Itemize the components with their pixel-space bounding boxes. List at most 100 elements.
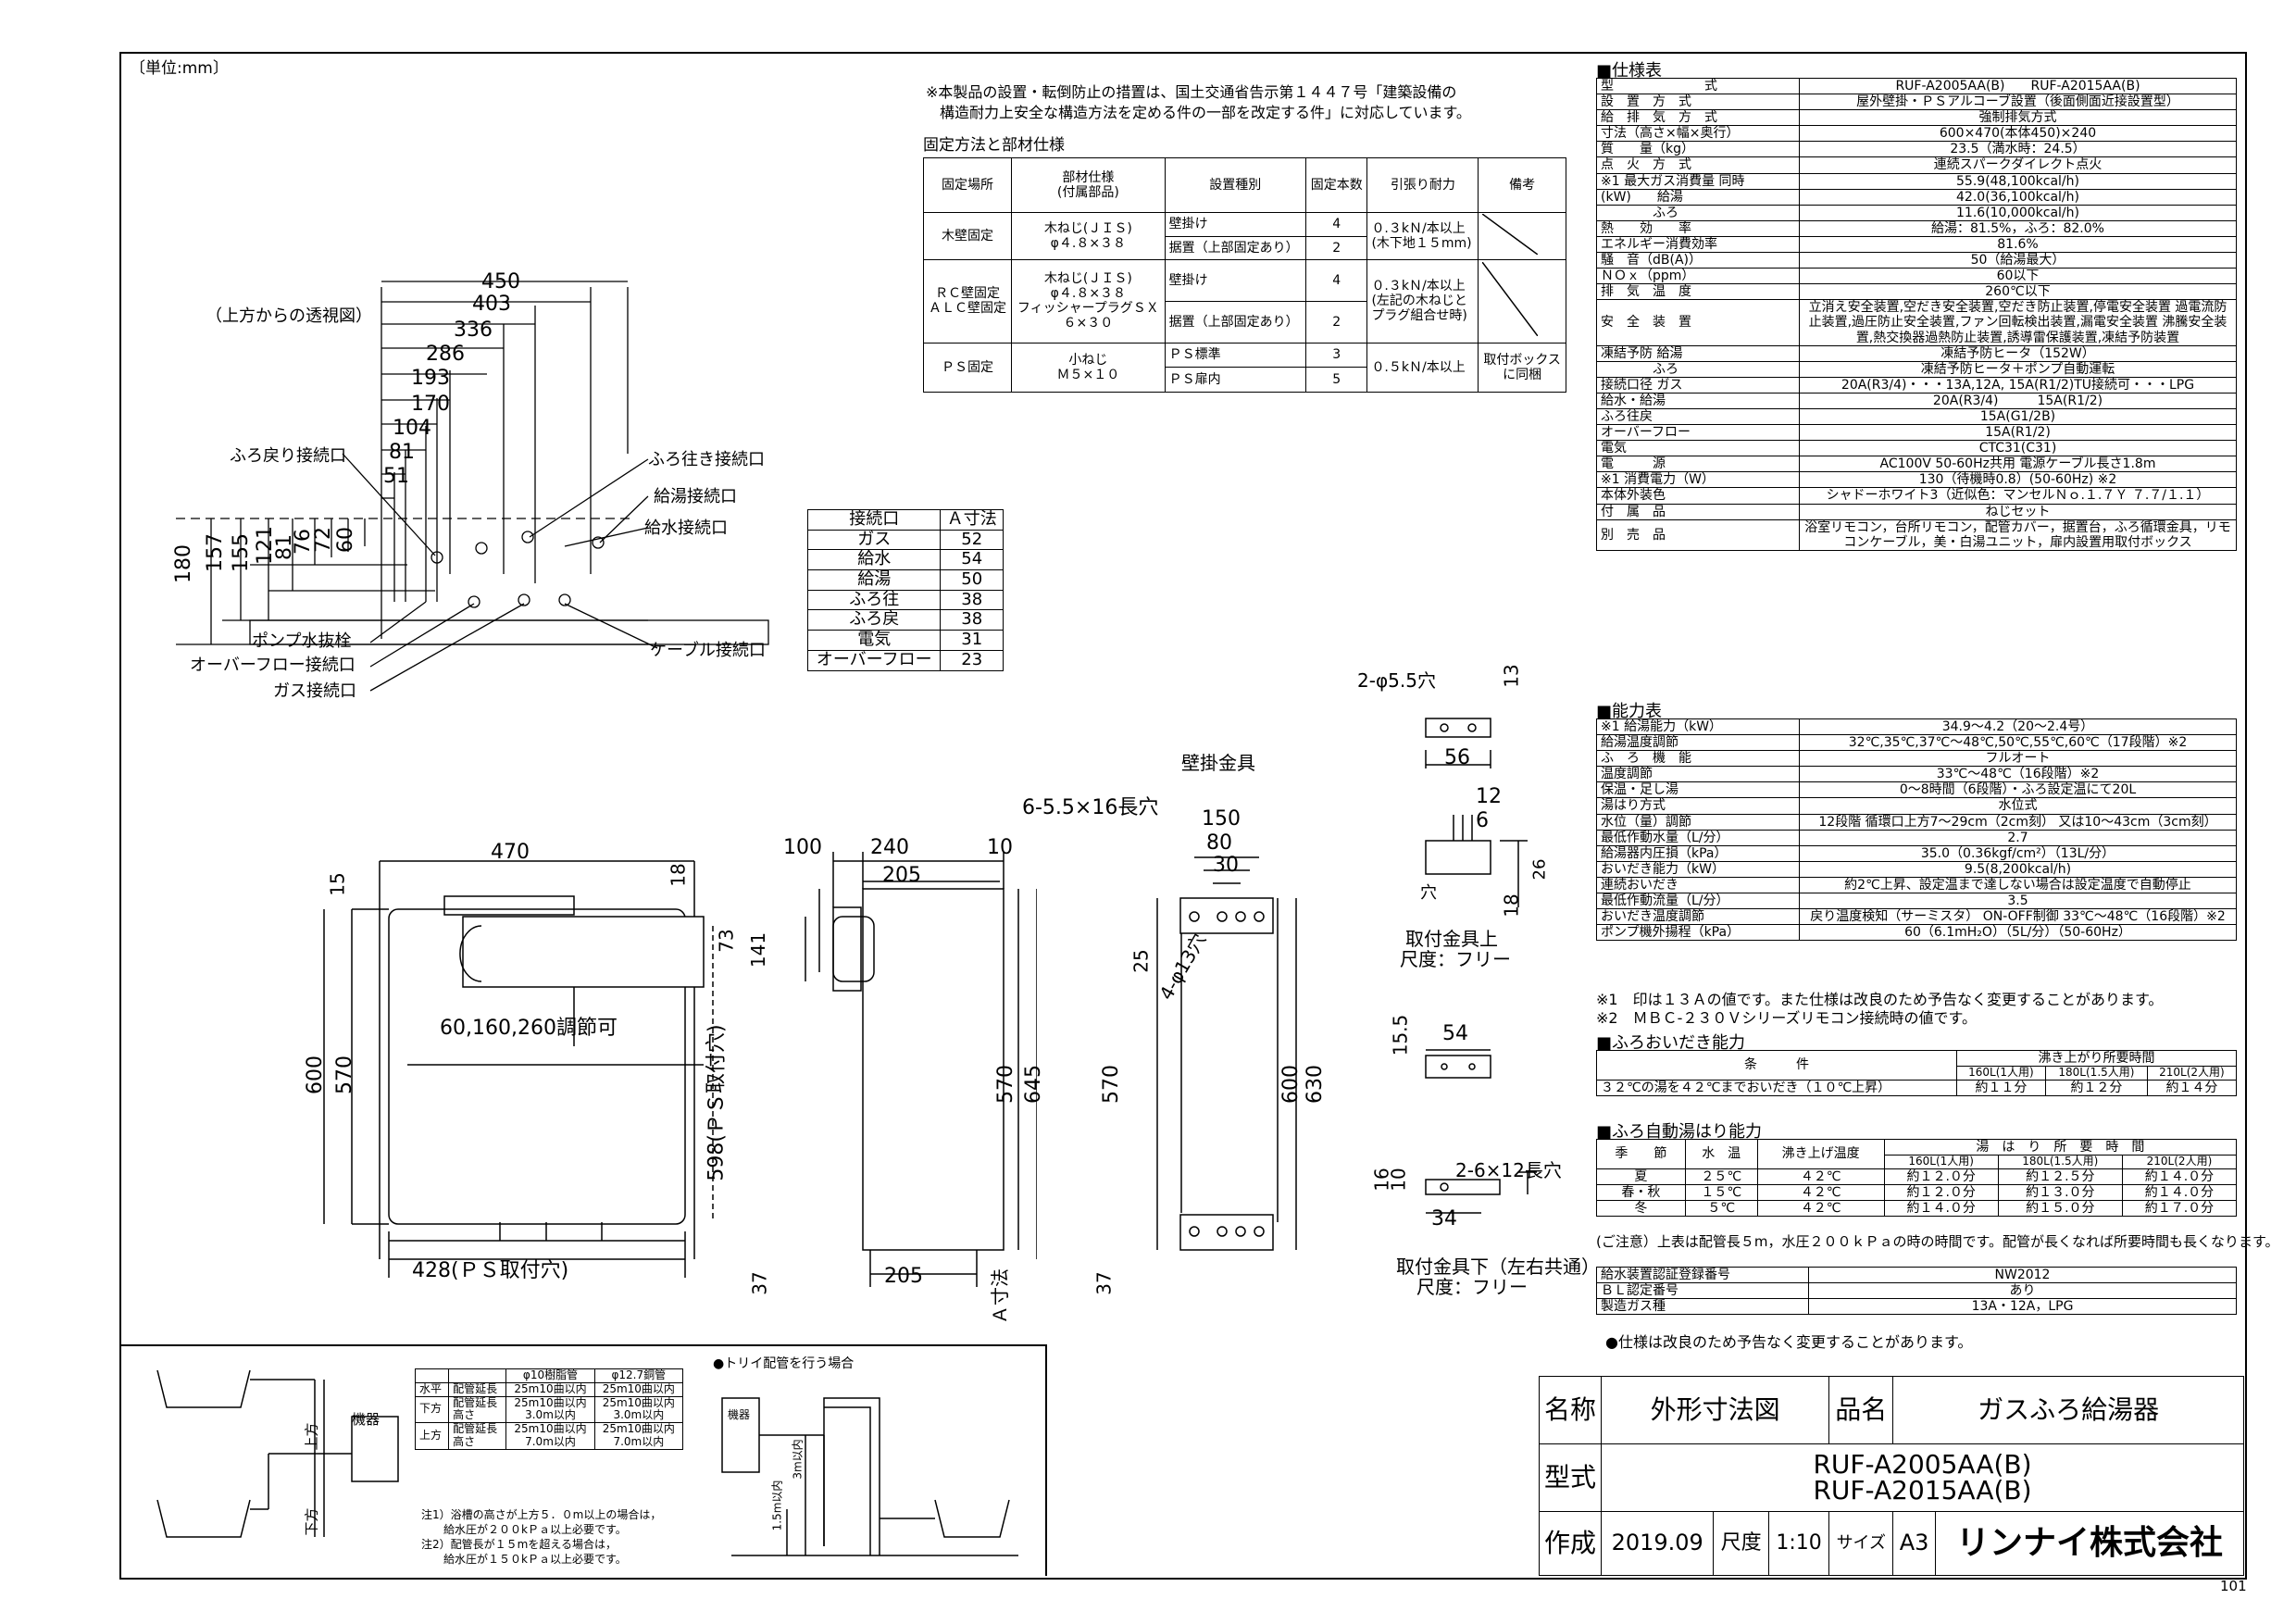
spec-label: 湯はり方式 (1596, 797, 1800, 815)
dim-240: 240 (870, 836, 909, 859)
spec-row: 別 売 品浴室リモコン，台所リモコン，配管カバー，据置台，ふろ循環金具，リモコン… (1596, 518, 2237, 551)
cert-label: 製造ガス種 (1596, 1298, 1809, 1316)
oidaki-col: 180L(1.5人用) (2044, 1066, 2148, 1081)
dim-37-bracket: 37 (1092, 1271, 1116, 1295)
auto-cell: １５℃ (1684, 1183, 1758, 1202)
spec-label: 寸法（高さ×幅×奥行） (1596, 125, 1800, 143)
spec-row: 本体外装色シャドーホワイト3（近似色：マンセルＮｏ.１.７Ｙ ７.７/１.１） (1596, 487, 2237, 505)
tb-size-label: サイズ (1828, 1511, 1894, 1576)
fix-header: 部材仕様 (付属部品) (1011, 156, 1166, 214)
auto-cell: ４２℃ (1756, 1200, 1885, 1218)
fix-type: ＰＳ扉内 (1164, 367, 1306, 393)
fix-table: 固定場所 部材仕様 (付属部品) 設置種別 固定本数 引張り耐力 備考 木壁固定… (922, 156, 1566, 394)
spec-label: ＮＯｘ（ppm） (1596, 268, 1800, 285)
dim-56: 56 (1444, 746, 1470, 769)
spec-row: 熱 効 率給湯：81.5%，ふろ：82.0% (1596, 219, 2237, 237)
pipe-cell: 配管延長 高さ (448, 1422, 507, 1450)
fix-place: 木壁固定 (922, 212, 1013, 260)
tb-name-label: 名称 (1539, 1375, 1602, 1445)
spec-value: 強制排気方式 (1799, 109, 2237, 127)
spec-row: ふ ろ 機 能フルオート (1596, 750, 2237, 768)
spec-label: 凍結予防 給湯 (1596, 344, 1800, 362)
dim-100: 100 (783, 836, 822, 859)
tb-company: リンナイ株式会社 (1934, 1511, 2245, 1576)
auto-cell: 夏 (1596, 1168, 1686, 1185)
spec-value: 20A(R3/4) 15A(R1/2) (1799, 392, 2237, 409)
auto-title: ■ふろ自動湯はり能力 (1596, 1122, 1763, 1142)
spec-row: おいだき能力（kW）9.5(8,200kcal/h) (1596, 860, 2237, 878)
spec-label: 型 式 (1596, 77, 1800, 95)
auto-cell: 約１５.０分 (1997, 1200, 2123, 1218)
pipe-note: 給水圧が１５０kＰａ以上必要です。 (421, 1553, 627, 1566)
spec-label: 付 属 品 (1596, 503, 1800, 520)
oidaki-val: 約１４分 (2146, 1079, 2238, 1096)
spec-label: ふろ (1596, 204, 1800, 221)
auto-note: (ご注意）上表は配管長５m，水圧２００ｋＰａの時の時間です。配管が長くなれば所要… (1596, 1233, 2279, 1250)
fix-strength: ０.５kＮ/本以上 (1366, 342, 1479, 394)
oidaki-table: 条 件沸き上がり所要時間 160L(1人用)180L(1.5人用)210L(2人… (1596, 1049, 2238, 1096)
dim-600: 600 (304, 1056, 327, 1094)
a-row-val: 38 (940, 609, 1004, 631)
dim-76: 76 (292, 529, 315, 555)
a-row-name: ガス (806, 529, 942, 551)
spec-value: 凍結予防ヒータ＋ポンプ自動運転 (1799, 360, 2237, 378)
dim-25: 25 (1129, 949, 1153, 973)
auto-h: 湯 は り 所 要 時 間 (1883, 1138, 2238, 1156)
label-drain: ポンプ水抜栓 (252, 631, 352, 651)
fix-note (1478, 212, 1566, 260)
pipe-cell: 25m10曲以内 (505, 1381, 595, 1397)
tb-name: 外形寸法図 (1600, 1375, 1830, 1445)
fix-place: ＲＣ壁固定 ＡＬＣ壁固定 (922, 258, 1013, 344)
spec-value: 42.0(36,100kcal/h) (1799, 188, 2237, 206)
dim-26: 26 (1529, 858, 1550, 881)
fix-count: 5 (1304, 367, 1368, 393)
spec-row: おいだき温度調節戻り温度検知（サーミスタ） ON-OFF制御 33℃～48℃（1… (1596, 908, 2237, 926)
dim-6: 6 (1476, 809, 1489, 832)
spec-value: 戻り温度検知（サーミスタ） ON-OFF制御 33℃～48℃（16段階）※2 (1799, 908, 2237, 926)
spec-row: ふろ凍結予防ヒータ＋ポンプ自動運転 (1596, 360, 2237, 378)
spec-label: ※1 最大ガス消費量 同時 (1596, 172, 1800, 190)
tb-product-label: 品名 (1828, 1375, 1894, 1445)
tb-made-label: 作成 (1539, 1511, 1602, 1576)
spec-value: CTC31(C31) (1799, 440, 2237, 457)
a-row-val: 38 (940, 589, 1004, 611)
dim-a: Ａ寸法 (989, 1268, 1011, 1324)
dim-18: 18 (667, 863, 690, 887)
spec-label: 電 源 (1596, 456, 1800, 473)
dim-570-bracket: 570 (1100, 1065, 1123, 1104)
lower-title: 取付金具下（左右共通） (1396, 1255, 1600, 1278)
spec-row: ポンプ機外揚程（kPa）60（6.1mH₂O）（5L/分）（50-60Hz） (1596, 924, 2237, 942)
auto-cell: 約１２.０分 (1883, 1183, 1999, 1202)
auto-cell: 約１２.５分 (1997, 1168, 2123, 1185)
front-view-drawing (323, 860, 714, 1278)
dim-157: 157 (204, 533, 227, 572)
spec-label: ふろ往戻 (1596, 407, 1800, 426)
spec-value: 20A(R3/4)・・・13A,12A, 15A(R1/2)TU接続可・・・LP… (1799, 376, 2237, 394)
trap-3m: 3m以内 (791, 1439, 805, 1480)
piping-diagram-left (156, 1369, 399, 1538)
pipe-cell: 25m10曲以内 7.0m以内 (505, 1422, 595, 1450)
upper-fitting-drawing (1425, 718, 1528, 907)
a-row-name: オーバーフロー (806, 649, 942, 671)
dim-73: 73 (715, 929, 738, 953)
spec-label: 連続おいだき (1596, 876, 1800, 894)
label-hot-water: 給湯接続口 (654, 487, 737, 506)
a-row-val: 31 (940, 630, 1004, 651)
a-row-val: 23 (940, 649, 1004, 671)
fix-count: 4 (1304, 212, 1368, 237)
pipe-cell: 25m10曲以内 3.0m以内 (505, 1395, 595, 1424)
spec-value: 給湯：81.5%，ふろ：82.0% (1799, 219, 2237, 237)
spec-label: 温度調節 (1596, 766, 1800, 783)
drawing-frame (119, 52, 2247, 1580)
spec-label: おいだき温度調節 (1596, 908, 1800, 926)
dim-adjust: 60,160,260調節可 (440, 1017, 618, 1040)
spec-row: 最低作動流量（L/分）3.5 (1596, 893, 2237, 910)
spec-value: 凍結予防ヒータ（152W） (1799, 344, 2237, 362)
